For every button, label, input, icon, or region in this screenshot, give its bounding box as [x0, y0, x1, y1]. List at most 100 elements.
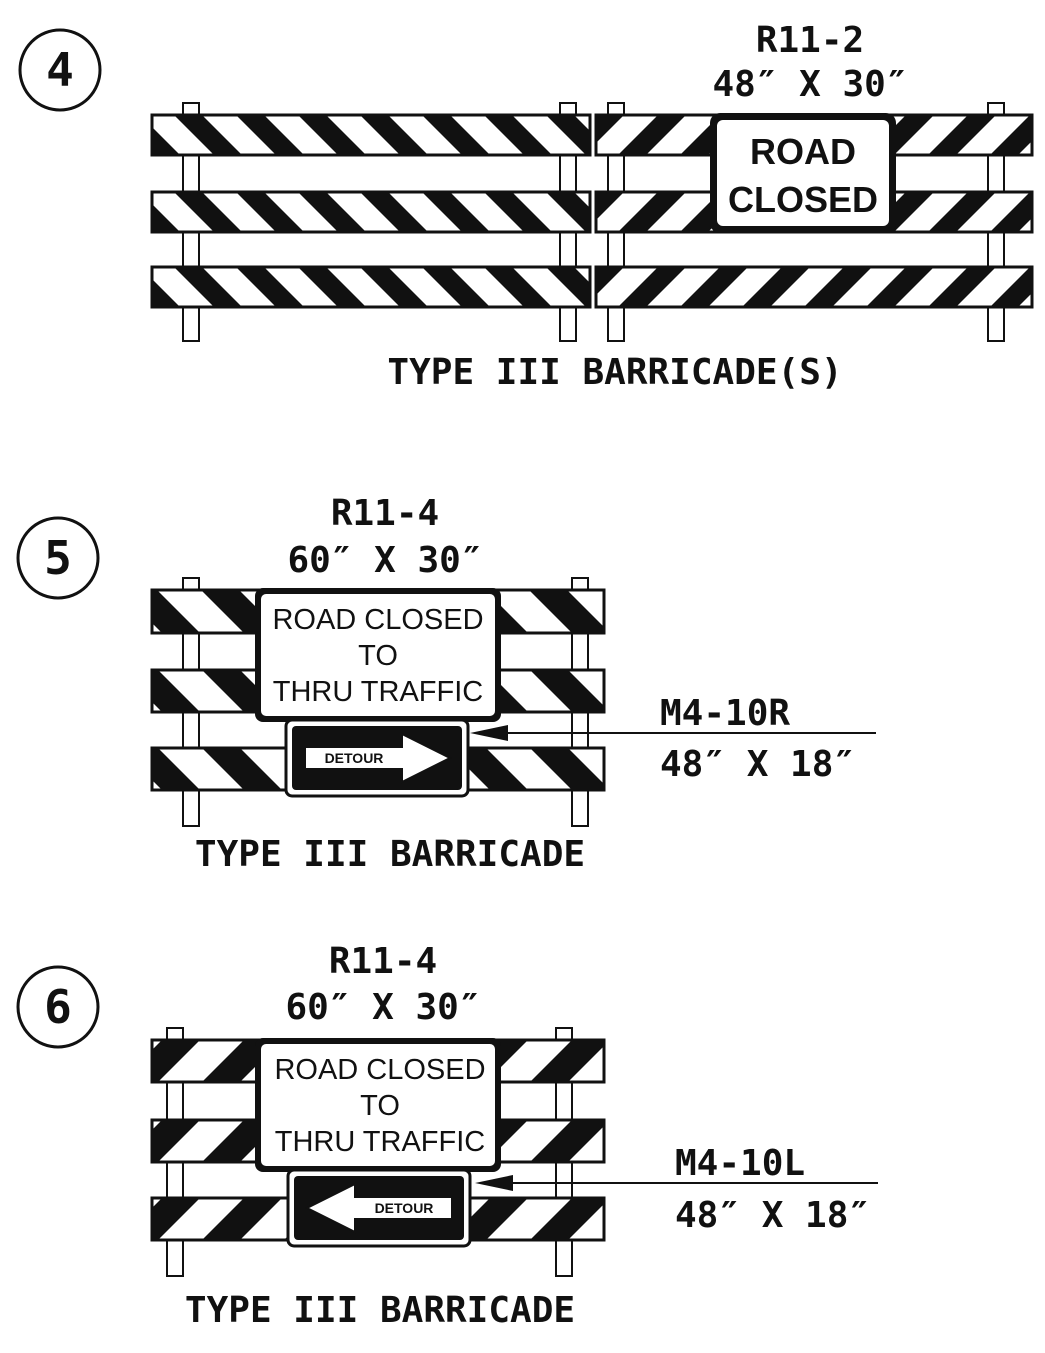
detour-code-label: M4-10L: [675, 1143, 805, 1184]
hazard-stripe: [236, 267, 304, 307]
sign-legend-line-3: THRU TRAFFIC: [275, 1126, 486, 1158]
hazard-stripe: [298, 192, 366, 232]
hazard-stripe: [618, 192, 686, 232]
hazard-stripe: [866, 267, 934, 307]
hazard-stripe: [298, 115, 366, 155]
hazard-stripe: [152, 1120, 200, 1162]
hazard-stripe: [990, 192, 1032, 232]
barricade-caption: TYPE III BARRICADE(S): [387, 352, 842, 393]
panel-number-badge: 4: [18, 28, 102, 112]
hazard-stripe: [360, 267, 428, 307]
sign-size-label: 60″ X 30″: [285, 987, 480, 1028]
sign-code-label: R11-4: [331, 493, 439, 534]
hazard-stripe: [152, 748, 200, 790]
arrow-left-icon: [475, 1175, 513, 1191]
hazard-stripe: [928, 267, 996, 307]
sign-size-label: 60″ X 30″: [287, 540, 482, 581]
detour-size-label: 48″ X 18″: [660, 744, 855, 785]
panel-number-badge: 5: [16, 516, 100, 600]
road-closed-to-thru-traffic-sign: ROAD CLOSED TO THRU TRAFFIC: [255, 588, 501, 722]
hazard-stripe: [928, 115, 996, 155]
hazard-stripe: [152, 1198, 200, 1240]
sign-code-label: R11-4: [329, 941, 437, 982]
hazard-stripe: [484, 192, 552, 232]
hazard-stripe: [611, 590, 692, 633]
hazard-stripe: [530, 1120, 604, 1162]
hazard-stripe: [484, 267, 552, 307]
barricade-caption: TYPE III BARRICADE: [195, 834, 585, 875]
panel-number: 4: [46, 43, 74, 97]
hazard-stripe: [928, 192, 996, 232]
detour-left-sign: DETOUR: [286, 1168, 472, 1248]
barricade-left: [50, 113, 592, 309]
hazard-stripe: [50, 115, 118, 155]
hazard-stripe: [174, 267, 242, 307]
rail-middle: [50, 190, 592, 234]
sign-legend-line-1: ROAD: [750, 131, 856, 172]
hazard-stripe: [530, 1198, 604, 1240]
hazard-stripe: [618, 115, 686, 155]
sign-legend-line-1: ROAD CLOSED: [272, 604, 483, 636]
rail-bottom: [594, 265, 1034, 309]
hazard-stripe: [990, 115, 1032, 155]
hazard-stripe: [618, 267, 686, 307]
hazard-stripe: [529, 590, 604, 633]
rail-bottom: [50, 265, 592, 309]
hazard-stripe: [596, 267, 624, 295]
hazard-stripe: [202, 748, 282, 790]
hazard-stripe: [174, 192, 242, 232]
hazard-stripe: [236, 115, 304, 155]
hazard-stripe: [38, 1198, 118, 1240]
hazard-stripe: [422, 267, 490, 307]
hazard-stripe: [202, 1198, 282, 1240]
hazard-stripe: [484, 115, 552, 155]
hazard-stripe: [236, 192, 304, 232]
hazard-stripe: [152, 1040, 200, 1082]
hazard-stripe: [546, 267, 590, 307]
hazard-stripe: [50, 192, 118, 232]
barricade-caption: TYPE III BARRICADE: [185, 1290, 575, 1331]
sign-legend-line-2: TO: [360, 1090, 400, 1122]
sign-code-label: R11-2: [756, 20, 864, 61]
arrow-left-icon: [304, 1182, 453, 1234]
hazard-stripe: [680, 267, 748, 307]
detour-right-sign: DETOUR: [284, 718, 470, 798]
hazard-stripe: [596, 192, 624, 220]
hazard-stripe: [152, 670, 200, 712]
detour-size-label: 48″ X 18″: [675, 1195, 870, 1236]
panel-6: 6 R11-4 60″ X 30″: [16, 941, 878, 1331]
road-closed-sign: ROAD CLOSED: [710, 113, 896, 233]
detour-word: DETOUR: [375, 1200, 434, 1216]
hazard-stripe: [530, 748, 604, 790]
hazard-stripe: [360, 115, 428, 155]
hazard-stripe: [612, 1040, 692, 1082]
panel-number-badge: 6: [16, 965, 100, 1049]
hazard-stripe: [422, 115, 490, 155]
hazard-stripe: [990, 267, 1032, 307]
hazard-stripe: [298, 267, 366, 307]
hazard-stripe: [360, 192, 428, 232]
rail-top: [50, 113, 592, 157]
panel-number: 6: [44, 980, 72, 1034]
hazard-stripe: [38, 1120, 118, 1162]
sign-legend-line-1: ROAD CLOSED: [274, 1054, 485, 1086]
panel-5: 5 R11-4 60″ X 30″: [16, 493, 876, 875]
hazard-stripe: [546, 115, 590, 155]
hazard-stripe: [693, 590, 774, 633]
detour-code-label: M4-10R: [660, 693, 790, 734]
hazard-stripe: [152, 127, 180, 155]
hazard-stripe: [530, 670, 604, 712]
hazard-stripe: [50, 267, 118, 307]
sign-legend-line-2: CLOSED: [728, 179, 878, 220]
hazard-stripe: [152, 204, 180, 232]
hazard-stripe: [546, 192, 590, 232]
callout-leader: [470, 725, 876, 741]
hazard-stripe: [742, 267, 810, 307]
detour-word: DETOUR: [325, 750, 384, 766]
sign-legend-line-3: THRU TRAFFIC: [273, 676, 484, 708]
road-closed-to-thru-traffic-sign: ROAD CLOSED TO THRU TRAFFIC: [255, 1038, 501, 1172]
hazard-stripe: [422, 192, 490, 232]
hazard-stripe: [152, 590, 200, 633]
sign-size-label: 48″ X 30″: [712, 64, 907, 105]
